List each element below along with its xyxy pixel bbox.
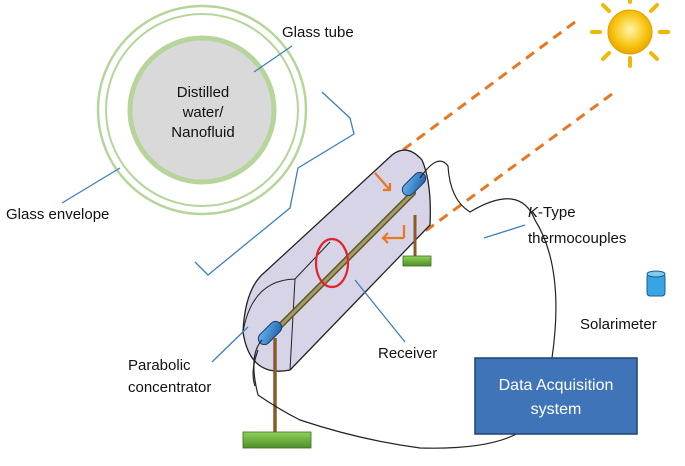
sun-icon <box>590 0 670 68</box>
zoom-callout-lines <box>194 91 355 276</box>
parabolic-pointer <box>211 326 249 363</box>
glass-tube-cross-section <box>127 35 277 185</box>
front-support <box>242 338 312 449</box>
glass-envelope-pointer <box>61 167 121 204</box>
receiver-pointer <box>354 279 406 343</box>
distilled-water-label-line3: Nanofluid <box>171 124 234 141</box>
thermocouple-probe-icon <box>257 171 427 346</box>
thermocouple-wires <box>252 160 557 449</box>
solarimeter-label: Solarimeter <box>580 316 657 333</box>
receiver-end-arrows <box>374 172 406 244</box>
k-type-label-line1: K-Type <box>528 204 576 221</box>
distilled-water-label-line2: water/ <box>182 104 225 121</box>
k-type-pointer <box>483 224 526 239</box>
glass-tube-label: Glass tube <box>282 24 354 41</box>
receiver-tube <box>267 190 416 339</box>
sun-rays <box>391 20 613 234</box>
parabolic-label-line2: concentrator <box>128 379 211 396</box>
daq-label-line2: system <box>531 401 582 418</box>
k-type-label-line2: thermocouples <box>528 230 626 247</box>
receiver-label: Receiver <box>378 345 437 362</box>
distilled-water-label-line1: Distilled <box>177 84 230 101</box>
rear-support <box>402 215 432 267</box>
parabolic-label-line1: Parabolic <box>128 357 191 374</box>
glass-envelope-cross-section <box>96 4 308 216</box>
data-acquisition-box: Data Acquisition system <box>474 357 638 435</box>
glass-envelope-label: Glass envelope <box>6 206 109 223</box>
glass-tube-pointer <box>253 45 293 73</box>
daq-label-line1: Data Acquisition <box>499 377 614 394</box>
receiver-highlight-circle <box>314 237 350 289</box>
solarimeter-icon <box>646 270 666 297</box>
